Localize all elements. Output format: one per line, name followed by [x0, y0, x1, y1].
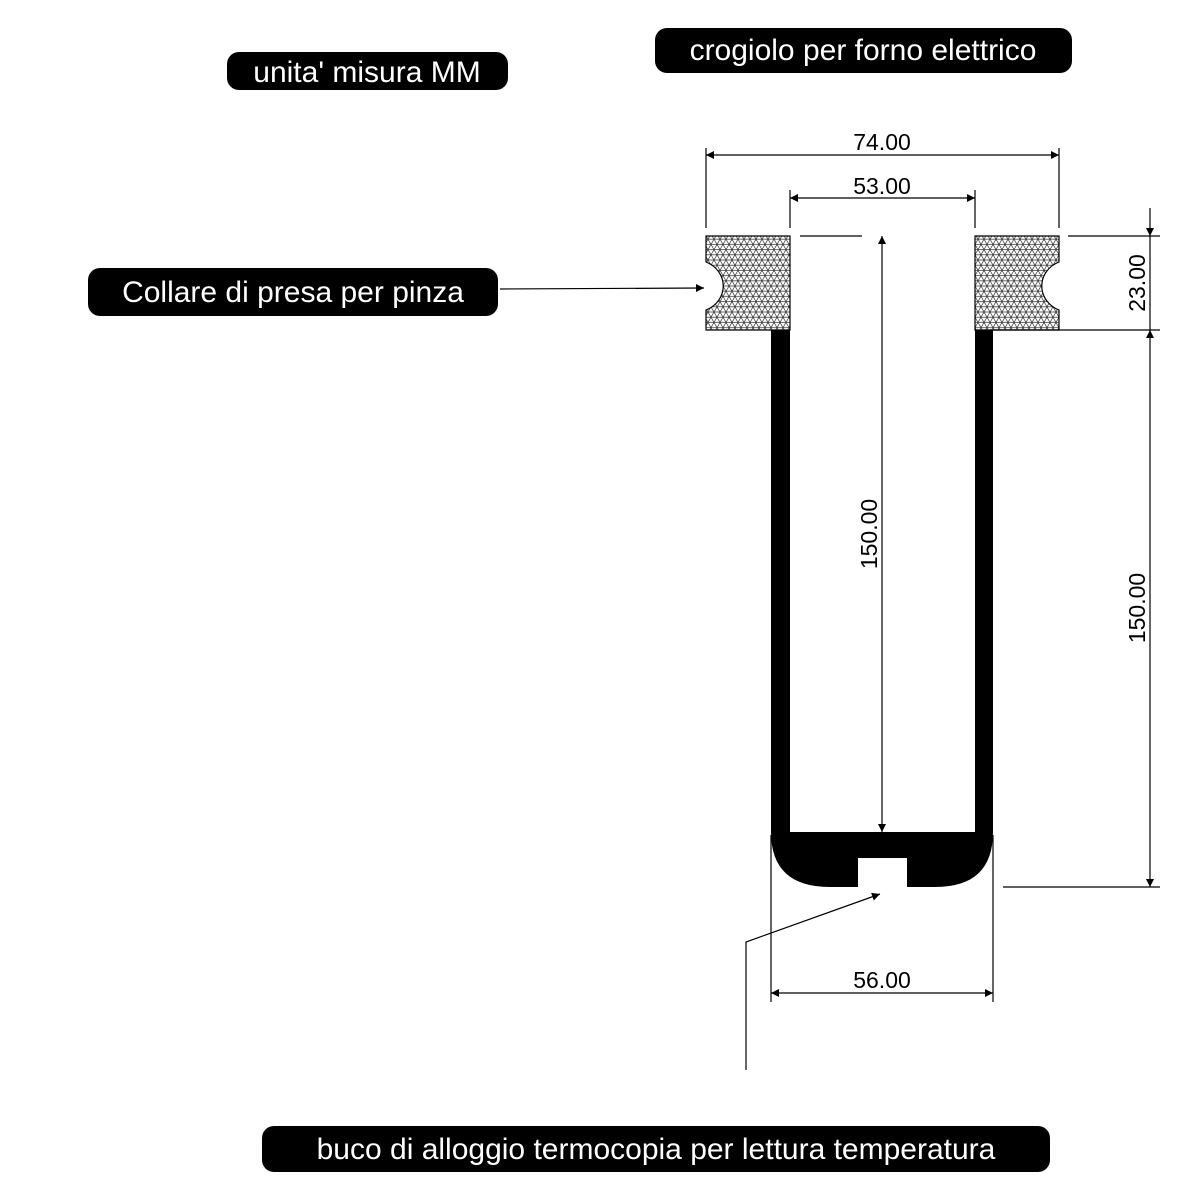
svg-text:150.00: 150.00: [1124, 573, 1150, 643]
svg-text:150.00: 150.00: [856, 499, 882, 569]
svg-text:53.00: 53.00: [853, 173, 911, 199]
hole-leader-arrow: [745, 892, 881, 1070]
svg-text:74.00: 74.00: [853, 129, 911, 155]
svg-text:23.00: 23.00: [1124, 254, 1150, 312]
svg-text:unita' misura MM: unita' misura MM: [253, 56, 480, 89]
svg-text:buco di alloggio termocopia pe: buco di alloggio termocopia per lettura …: [317, 1133, 996, 1166]
title-label: crogiolo per forno elettrico: [655, 28, 1072, 73]
dimension-collar-height: 23.00: [990, 208, 1160, 331]
collar-right: [974, 235, 1060, 331]
svg-text:56.00: 56.00: [853, 967, 911, 993]
dimension-inner-depth: 150.00: [800, 235, 886, 832]
hole-label: buco di alloggio termocopia per lettura …: [262, 1126, 1050, 1172]
collar-leader-arrow: [499, 284, 705, 293]
dimension-body-height: 150.00: [1003, 330, 1160, 888]
svg-text:Collare di presa per pinza: Collare di presa per pinza: [122, 276, 464, 309]
collar-label: Collare di presa per pinza: [88, 268, 498, 316]
units-label: unita' misura MM: [227, 52, 508, 90]
dimension-bottom-width: 56.00: [770, 835, 994, 1002]
collar-left: [705, 235, 791, 331]
dimension-outer-width: 74.00: [705, 129, 1060, 228]
svg-text:crogiolo per forno elettrico: crogiolo per forno elettrico: [690, 34, 1037, 67]
dimension-inner-width: 53.00: [789, 173, 976, 228]
